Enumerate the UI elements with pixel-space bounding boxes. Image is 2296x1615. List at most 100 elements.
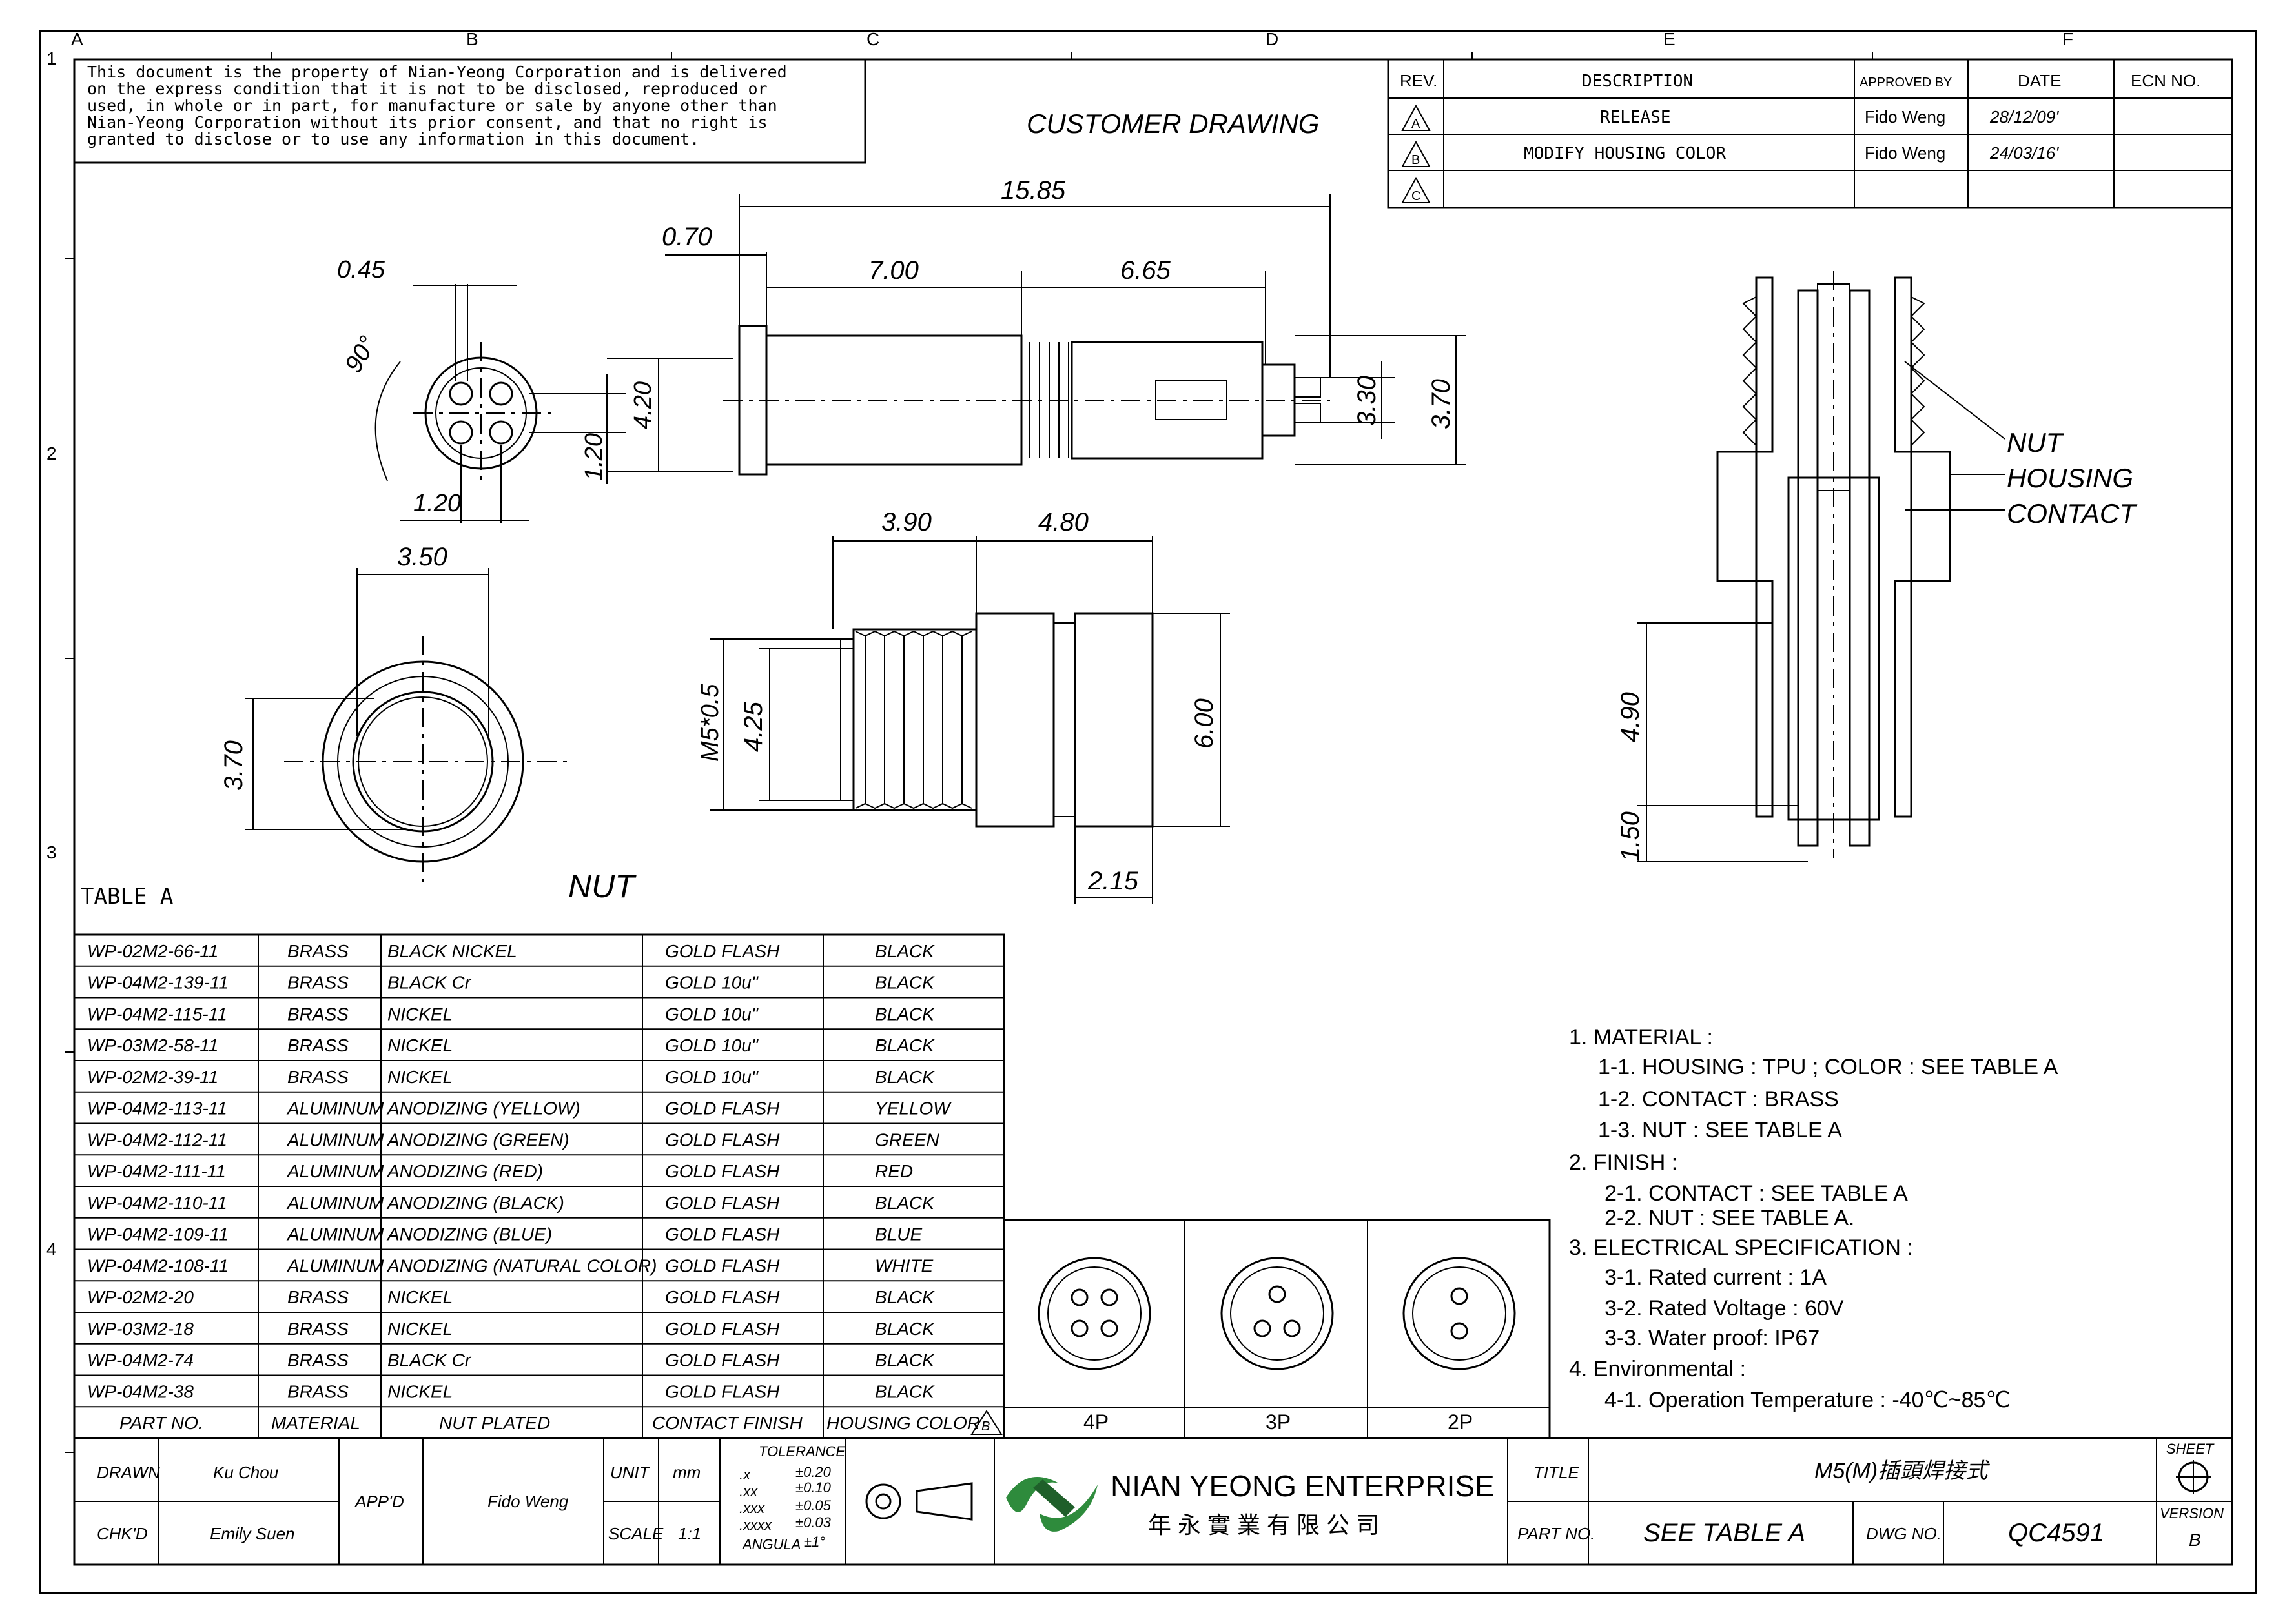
table-a-cell: WP-03M2-58-11	[87, 1035, 218, 1055]
table-a-cell: GOLD FLASH	[665, 1224, 780, 1244]
table-a-header: CONTACT FINISH	[652, 1413, 803, 1433]
scale-value: 1:1	[678, 1524, 701, 1543]
col-letter-b: B	[466, 29, 478, 49]
rev-header-ecn: ECN NO.	[2131, 71, 2200, 90]
rev-date-a: 28/12/09'	[1989, 107, 2059, 127]
side-view: 15.85 0.70 7.00 6.65 3.30 3.70	[662, 176, 1466, 476]
notice-line-1: This document is the property of Nian-Ye…	[87, 63, 787, 81]
nut-side-view: 3.90 4.80 M5*0.5 4.25 6.00 2.15	[697, 508, 1230, 904]
table-a-cell: GOLD FLASH	[665, 1287, 780, 1307]
table-a-cell: NICKEL	[387, 1035, 453, 1055]
note-3-2: 3-2. Rated Voltage : 60V	[1604, 1296, 1844, 1321]
partno-value: SEE TABLE A	[1643, 1519, 1805, 1547]
table-a-cell: BLACK	[875, 1035, 935, 1055]
tol-key-1: .x	[739, 1467, 751, 1483]
table-a-cell: GOLD FLASH	[665, 1381, 780, 1401]
dim-nutside-215: 2.15	[1087, 867, 1139, 895]
table-a-cell: ALUMINUM	[286, 1130, 384, 1150]
dim-nutside-600: 6.00	[1190, 698, 1218, 749]
pin-layout-3p: 3P	[1220, 1257, 1334, 1434]
note-3-1: 3-1. Rated current : 1A	[1604, 1265, 1827, 1290]
dim-side-370: 3.70	[1427, 379, 1455, 429]
tol-val-3: ±0.05	[795, 1498, 832, 1514]
row-number-3: 3	[46, 842, 57, 862]
version-value: B	[2189, 1530, 2201, 1550]
notice-line-5: granted to disclose or to use any inform…	[87, 130, 699, 148]
pin-layouts: 4P 3P 2P	[1003, 1219, 1551, 1439]
rev-header-rev: REV.	[1400, 71, 1437, 90]
drawing-title: CUSTOMER DRAWING	[1027, 108, 1319, 139]
table-a-cell: GOLD FLASH	[665, 1255, 780, 1275]
dim-nutside-390: 3.90	[881, 508, 932, 536]
table-a-cell: ANODIZING (BLACK)	[386, 1193, 564, 1213]
title-label: TITLE	[1533, 1463, 1579, 1482]
dim-side-overall: 15.85	[1001, 176, 1066, 205]
dim-nut-350: 3.50	[397, 543, 447, 571]
unit-label: UNIT	[610, 1463, 651, 1482]
dim-section-150: 1.50	[1616, 811, 1645, 862]
table-a-cell: ALUMINUM	[286, 1193, 384, 1213]
rev-row-c: C	[1401, 176, 1431, 203]
table-a-title: TABLE A	[81, 884, 173, 909]
table-a-cell: BRASS	[287, 1004, 349, 1024]
rev-header-approved: APPROVED BY	[1860, 76, 1952, 90]
table-a-cell: WP-04M2-139-11	[87, 973, 229, 993]
pin-layout-4p: 4P	[1038, 1257, 1151, 1434]
table-a-cell: ANODIZING (RED)	[386, 1161, 543, 1181]
unit-value: mm	[673, 1463, 701, 1482]
section-callout-nut: NUT	[2007, 427, 2065, 458]
table-a-cell: BRASS	[287, 1067, 349, 1087]
table-a-cell: WP-04M2-112-11	[87, 1130, 227, 1150]
rev-desc-a: RELEASE	[1600, 108, 1671, 127]
rev-desc-b: MODIFY HOUSING COLOR	[1524, 144, 1726, 163]
tol-key-5: ANGULA	[741, 1536, 801, 1552]
notice-line-4: Nian-Yeong Corporation without its prior…	[87, 113, 768, 132]
note-1-2: 1-2. CONTACT : BRASS	[1598, 1087, 1839, 1112]
table-a-cell: GOLD 10u"	[665, 973, 759, 993]
table-a-cell: BLACK	[875, 973, 935, 993]
company-name-cn: 年 永 實 業 有 限 公 司	[1148, 1512, 1379, 1538]
table-a-cell: GOLD 10u"	[665, 1067, 759, 1087]
version-label: VERSION	[2160, 1505, 2224, 1521]
note-2-1: 2-1. CONTACT : SEE TABLE A	[1604, 1181, 1908, 1206]
table-a-cell: NICKEL	[387, 1067, 453, 1087]
note-3: 3. ELECTRICAL SPECIFICATION :	[1569, 1235, 1913, 1260]
table-a-cell: ANODIZING (YELLOW)	[386, 1099, 580, 1119]
rev-date-b: 24/03/16'	[1989, 143, 2059, 163]
dim-front-120v: 1.20	[580, 433, 608, 481]
table-a-cell: WP-04M2-108-11	[87, 1255, 229, 1275]
row-number-4: 4	[46, 1239, 57, 1259]
rev-row-b: B MODIFY HOUSING COLOR Fido Weng 24/03/1…	[1401, 140, 2059, 167]
table-a-cell: BLACK	[875, 1193, 935, 1213]
table-a-cell: BRASS	[287, 1287, 349, 1307]
table-a-cell: WP-04M2-113-11	[87, 1099, 227, 1119]
table-a-cell: RED	[875, 1161, 913, 1181]
note-1-3: 1-3. NUT : SEE TABLE A	[1598, 1118, 1842, 1143]
table-a-cell: ANODIZING (GREEN)	[386, 1130, 569, 1150]
table-a-cell: GOLD FLASH	[665, 1193, 780, 1213]
notice-line-2: on the express condition that it is not …	[87, 79, 768, 98]
chkd-value: Emily Suen	[210, 1524, 295, 1543]
drawn-value: Ku Chou	[213, 1463, 278, 1482]
dim-front-045: 0.45	[337, 256, 385, 283]
rev-header-date: DATE	[2018, 71, 2061, 90]
rev-approved-a: Fido Weng	[1865, 107, 1945, 127]
rev-mark-a: A	[1411, 117, 1420, 131]
rev-row-a: A RELEASE Fido Weng 28/12/09'	[1401, 104, 2059, 131]
row-numbers: 1 2 3 4	[46, 48, 57, 1259]
nut-view-label: NUT	[568, 868, 637, 904]
dim-nutside-425: 4.25	[739, 701, 768, 752]
col-letter-c: C	[866, 29, 879, 49]
note-2: 2. FINISH :	[1569, 1150, 1677, 1175]
sheet-label: SHEET	[2166, 1441, 2215, 1457]
table-a-cell: ALUMINUM	[286, 1099, 384, 1119]
table-a-cell: WP-04M2-111-11	[87, 1161, 226, 1181]
table-a-cell: WP-02M2-39-11	[87, 1067, 218, 1087]
partno-label: PART NO.	[1517, 1524, 1595, 1543]
drawn-label: DRAWN	[97, 1463, 160, 1482]
table-a-cell: BLACK	[875, 1067, 935, 1087]
table-a-cell: BLACK	[875, 1287, 935, 1307]
table-a-cell: GOLD FLASH	[665, 1099, 780, 1119]
table-a-cell: WHITE	[875, 1255, 934, 1275]
